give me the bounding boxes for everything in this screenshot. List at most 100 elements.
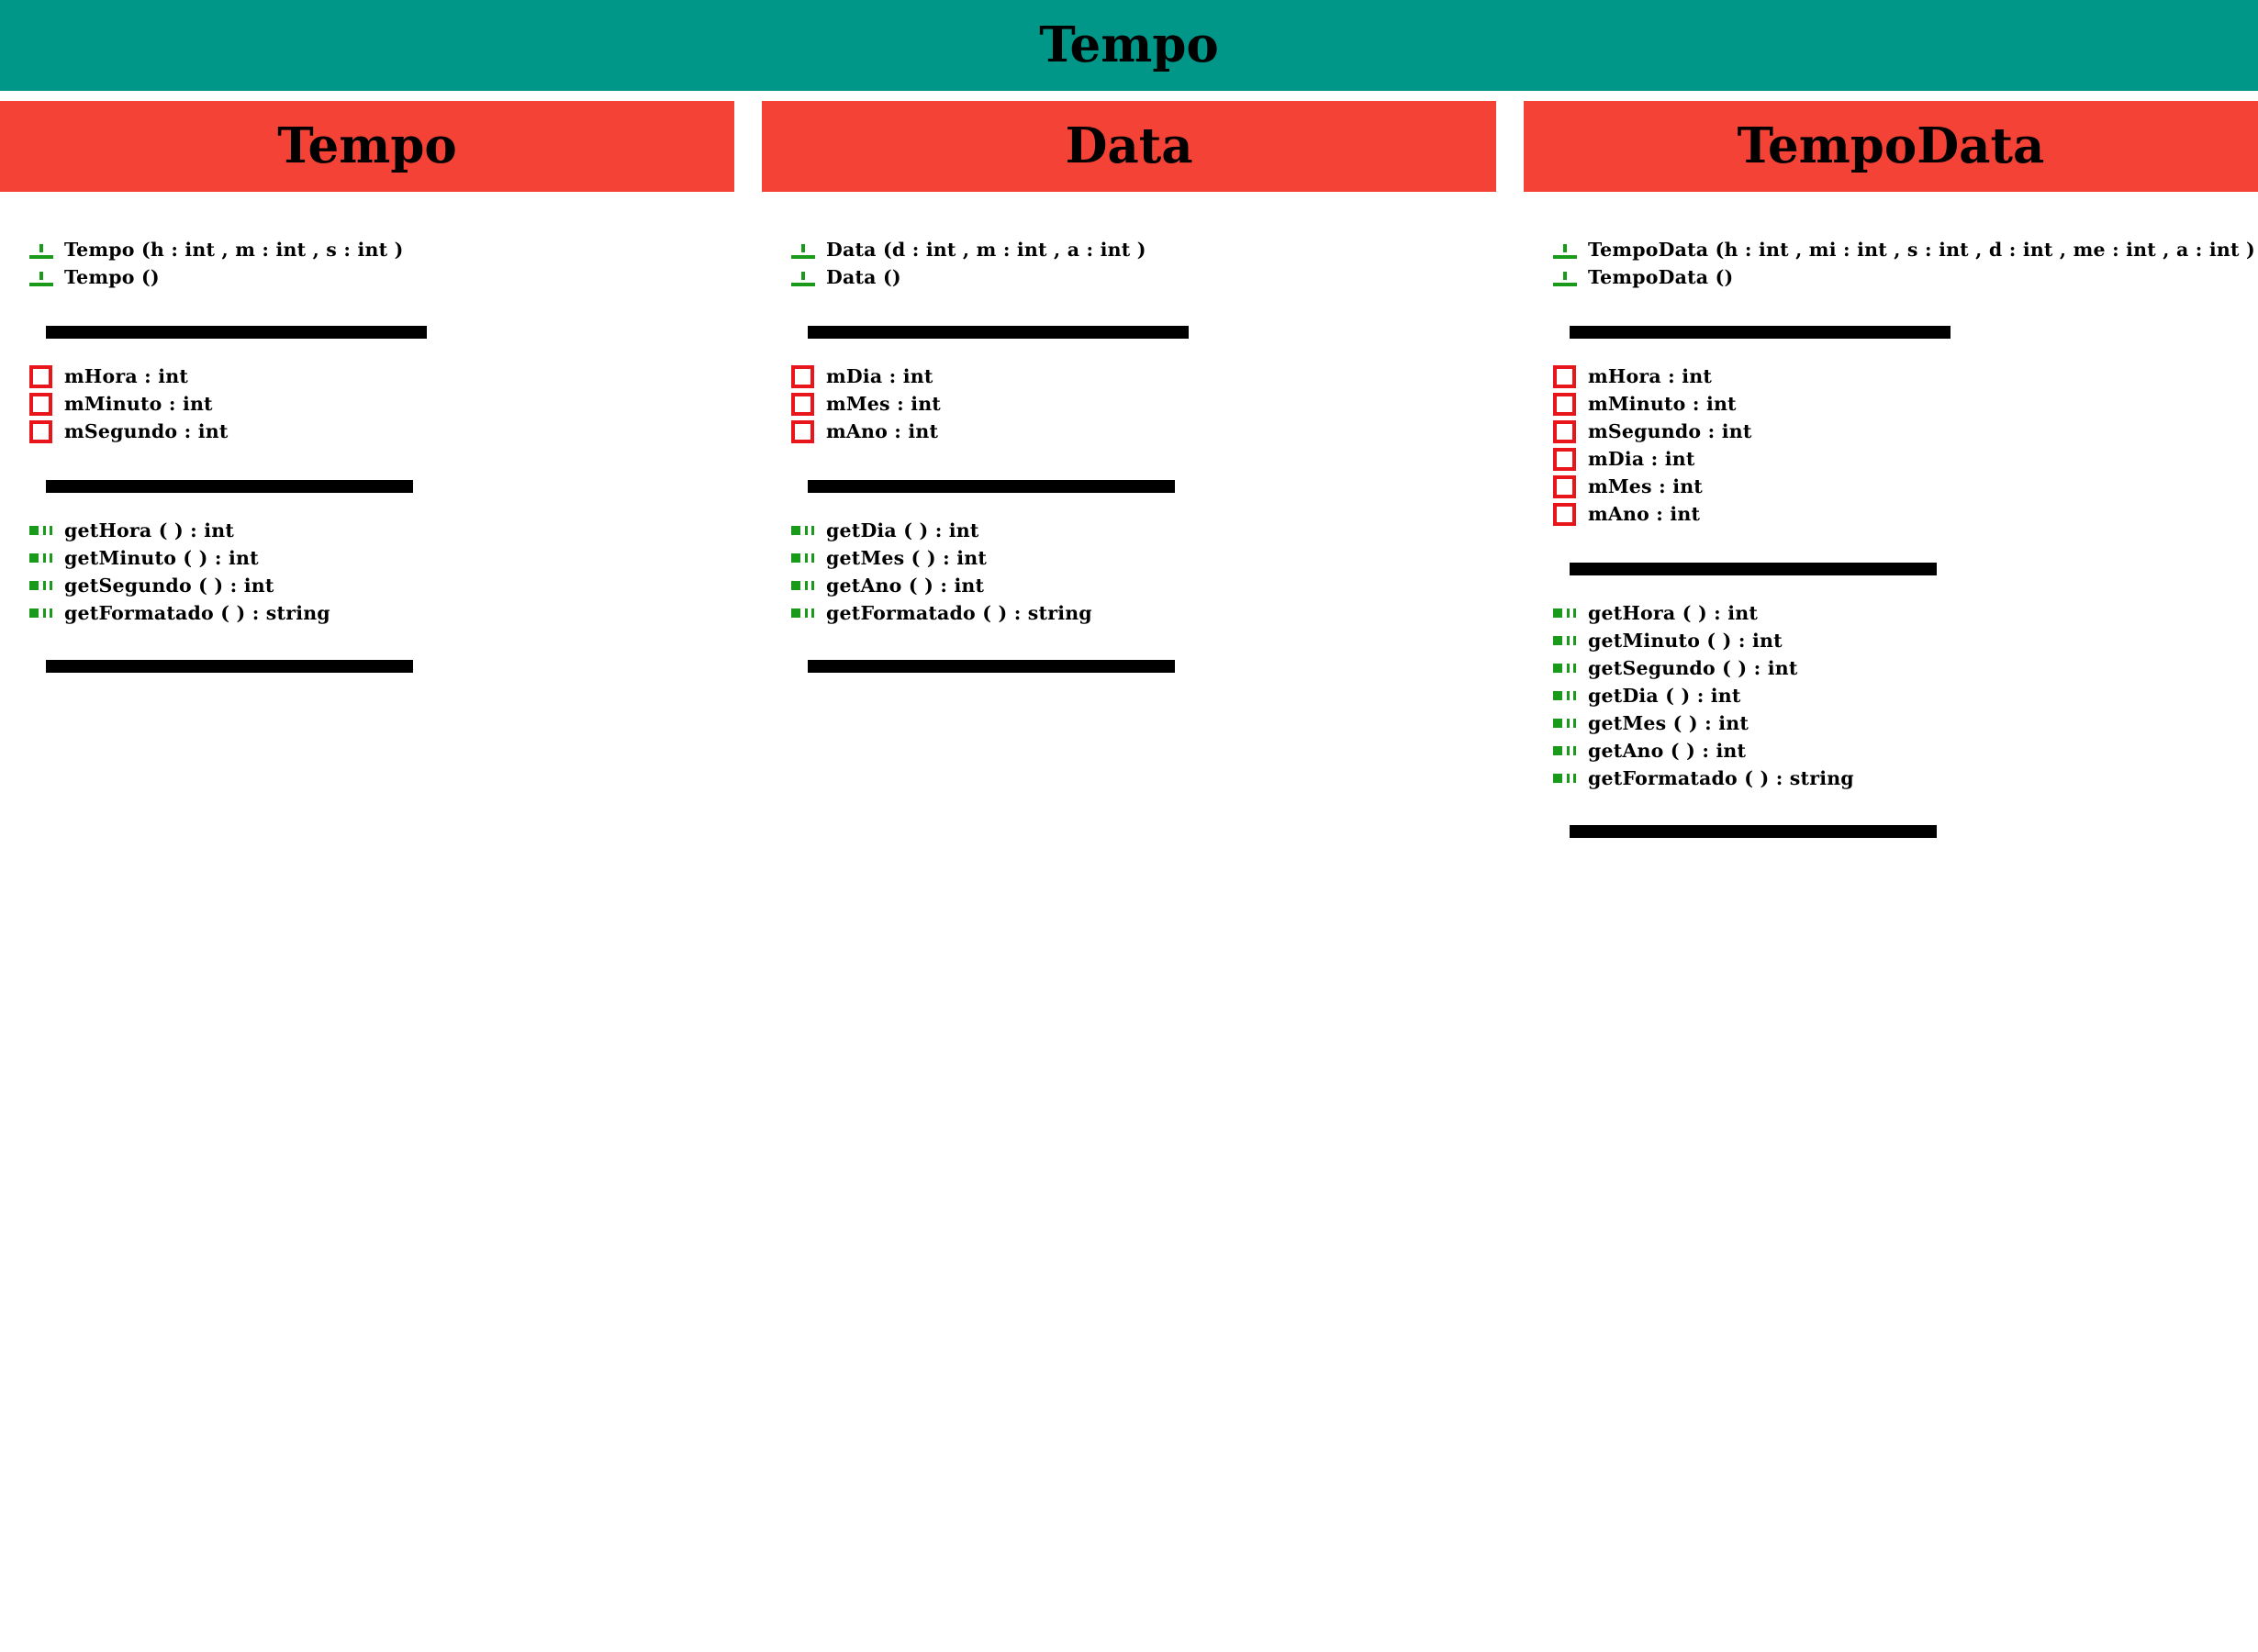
- diagram-title: Tempo: [1039, 17, 1219, 73]
- public-method-icon: [28, 572, 62, 599]
- class-header: Tempo: [0, 101, 734, 192]
- method-row: getAno ( ) : int: [1524, 737, 2258, 765]
- field-row: mHora : int: [1524, 363, 2258, 390]
- constructor-row: Tempo (): [0, 263, 734, 291]
- member-label: getFormatado ( ) : string: [826, 602, 1092, 624]
- class-box-tempo: Tempo Tempo (h : int , m : int , s : int…: [0, 101, 734, 673]
- member-label: mMinuto : int: [1588, 393, 1737, 415]
- member-label: mSegundo : int: [1588, 420, 1752, 442]
- member-label: getFormatado ( ) : string: [1588, 767, 1854, 789]
- constructor-icon: [789, 263, 824, 291]
- constructor-icon: [28, 236, 62, 263]
- constructor-icon: [1551, 236, 1586, 263]
- public-method-icon: [1551, 709, 1586, 737]
- method-list: getHora ( ) : int getMinuto ( ) : int getS…: [0, 517, 734, 627]
- field-row: mMinuto : int: [0, 390, 734, 418]
- member-label: mAno : int: [1588, 503, 1701, 525]
- field-row: mAno : int: [1524, 500, 2258, 528]
- constructor-list: Data (d : int , m : int , a : int ) Data …: [762, 236, 1496, 291]
- public-method-icon: [28, 517, 62, 544]
- member-label: getDia ( ) : int: [826, 519, 979, 541]
- member-label: mMes : int: [826, 393, 941, 415]
- private-field-icon: [789, 418, 824, 445]
- member-label: getAno ( ) : int: [1588, 740, 1747, 762]
- member-label: mHora : int: [64, 365, 189, 387]
- method-row: getDia ( ) : int: [762, 517, 1496, 544]
- section-divider: [808, 326, 1189, 339]
- constructor-row: Data (d : int , m : int , a : int ): [762, 236, 1496, 263]
- member-label: mSegundo : int: [64, 420, 229, 442]
- method-row: getSegundo ( ) : int: [1524, 654, 2258, 682]
- public-method-icon: [28, 599, 62, 627]
- class-box-tempodata: TempoData TempoData (h : int , mi : int …: [1524, 101, 2258, 838]
- private-field-icon: [28, 363, 62, 390]
- field-list: mDia : int mMes : int mAno : int: [762, 363, 1496, 445]
- class-body: TempoData (h : int , mi : int , s : int …: [1524, 192, 2258, 838]
- field-list: mHora : int mMinuto : int mSegundo : int mD…: [1524, 363, 2258, 528]
- private-field-icon: [1551, 500, 1586, 528]
- constructor-list: Tempo (h : int , m : int , s : int ) Temp…: [0, 236, 734, 291]
- field-row: mDia : int: [1524, 445, 2258, 473]
- method-row: getFormatado ( ) : string: [1524, 765, 2258, 792]
- class-name: Data: [1065, 117, 1193, 174]
- private-field-icon: [1551, 390, 1586, 418]
- public-method-icon: [1551, 654, 1586, 682]
- member-label: mAno : int: [826, 420, 939, 442]
- private-field-icon: [1551, 473, 1586, 500]
- constructor-row: TempoData (): [1524, 263, 2258, 291]
- private-field-icon: [789, 390, 824, 418]
- member-label: getMinuto ( ) : int: [64, 547, 259, 569]
- field-row: mMes : int: [1524, 473, 2258, 500]
- public-method-icon: [1551, 627, 1586, 654]
- member-label: getMes ( ) : int: [826, 547, 987, 569]
- private-field-icon: [28, 390, 62, 418]
- member-label: getHora ( ) : int: [1588, 602, 1759, 624]
- constructor-row: Data (): [762, 263, 1496, 291]
- method-row: getFormatado ( ) : string: [762, 599, 1496, 627]
- class-body: Data (d : int , m : int , a : int ) Data …: [762, 192, 1496, 673]
- field-row: mMinuto : int: [1524, 390, 2258, 418]
- field-row: mDia : int: [762, 363, 1496, 390]
- public-method-icon: [1551, 682, 1586, 709]
- public-method-icon: [789, 572, 824, 599]
- public-method-icon: [28, 544, 62, 572]
- field-row: mMes : int: [762, 390, 1496, 418]
- constructor-list: TempoData (h : int , mi : int , s : int …: [1524, 236, 2258, 291]
- section-divider: [1570, 825, 1937, 838]
- field-row: mHora : int: [0, 363, 734, 390]
- member-label: getSegundo ( ) : int: [64, 575, 274, 597]
- method-list: getHora ( ) : int getMinuto ( ) : int getS…: [1524, 599, 2258, 792]
- class-name: TempoData: [1737, 117, 2045, 174]
- method-row: getMinuto ( ) : int: [0, 544, 734, 572]
- section-divider: [46, 480, 413, 493]
- constructor-row: Tempo (h : int , m : int , s : int ): [0, 236, 734, 263]
- section-divider: [808, 660, 1175, 673]
- private-field-icon: [1551, 363, 1586, 390]
- public-method-icon: [789, 517, 824, 544]
- member-label: Tempo (): [64, 266, 160, 288]
- class-header: TempoData: [1524, 101, 2258, 192]
- method-row: getMinuto ( ) : int: [1524, 627, 2258, 654]
- method-row: getHora ( ) : int: [0, 517, 734, 544]
- section-divider: [1570, 326, 1951, 339]
- public-method-icon: [1551, 599, 1586, 627]
- public-method-icon: [789, 544, 824, 572]
- member-label: getAno ( ) : int: [826, 575, 985, 597]
- constructor-icon: [28, 263, 62, 291]
- method-row: getAno ( ) : int: [762, 572, 1496, 599]
- public-method-icon: [1551, 765, 1586, 792]
- class-name: Tempo: [277, 117, 457, 174]
- member-label: Data (d : int , m : int , a : int ): [826, 239, 1146, 261]
- private-field-icon: [1551, 445, 1586, 473]
- member-label: Tempo (h : int , m : int , s : int ): [64, 239, 404, 261]
- member-label: Data (): [826, 266, 901, 288]
- section-divider: [1570, 563, 1937, 575]
- field-row: mSegundo : int: [1524, 418, 2258, 445]
- constructor-row: TempoData (h : int , mi : int , s : int …: [1524, 236, 2258, 263]
- member-label: TempoData (h : int , mi : int , s : int …: [1588, 239, 2255, 261]
- member-label: getSegundo ( ) : int: [1588, 657, 1798, 679]
- section-divider: [46, 326, 427, 339]
- member-label: getMinuto ( ) : int: [1588, 630, 1783, 652]
- member-label: mHora : int: [1588, 365, 1713, 387]
